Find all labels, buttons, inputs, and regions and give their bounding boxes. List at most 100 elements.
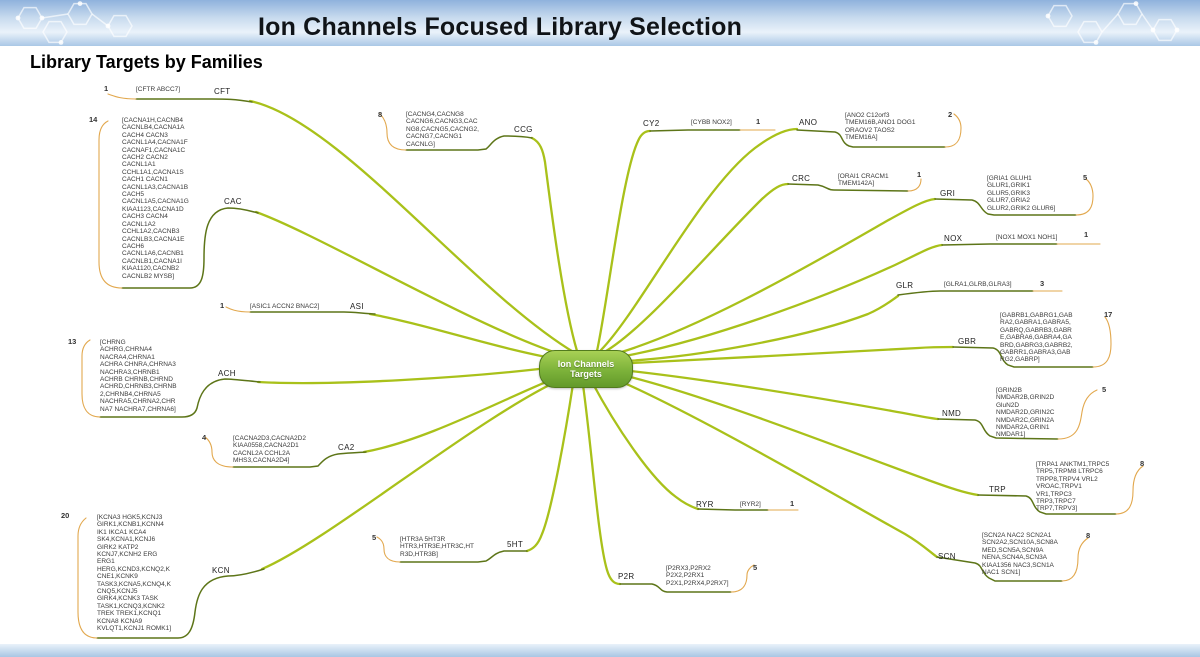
branch-curve-cft bbox=[248, 99, 577, 355]
count-connector-cft bbox=[107, 93, 137, 100]
family-node-gri[interactable]: GRI bbox=[940, 189, 956, 198]
family-node-cft[interactable]: CFT bbox=[214, 87, 231, 96]
branch-genes: [GABRB1,GABRG1,GAB RA2,GABRA1,GABRA5, GA… bbox=[1000, 312, 1073, 364]
family-node-trp[interactable]: TRP bbox=[989, 485, 1006, 494]
family-node-ryr[interactable]: RYR bbox=[696, 500, 714, 509]
section-subtitle: Library Targets by Families bbox=[30, 52, 263, 72]
branch-underline-ca2 bbox=[232, 451, 367, 468]
branch-underline-ryr bbox=[697, 508, 769, 511]
branch-underline-ano bbox=[796, 129, 946, 148]
family-node-ach[interactable]: ACH bbox=[218, 369, 236, 378]
branch-curve-ccg bbox=[530, 136, 579, 353]
branch-curve-asi bbox=[368, 312, 570, 363]
branch-curve-5ht bbox=[525, 382, 575, 553]
count-connector-ccg bbox=[379, 113, 407, 151]
branch-underline-nox bbox=[941, 243, 1058, 246]
family-node-ccg[interactable]: CCG bbox=[514, 125, 533, 134]
family-node-nmd[interactable]: NMD bbox=[942, 409, 962, 418]
branch-genes: [CYBB NOX2] bbox=[691, 119, 732, 126]
branch-curve-ano bbox=[599, 127, 799, 352]
family-node-cy2[interactable]: CY2 bbox=[643, 119, 660, 128]
branch-count: 8 bbox=[1140, 459, 1145, 468]
family-node-asi[interactable]: ASI bbox=[350, 302, 364, 311]
count-connector-ano bbox=[944, 113, 962, 148]
count-connector-ca2 bbox=[204, 436, 234, 468]
count-connector-p2r bbox=[730, 564, 755, 593]
branch-count: 4 bbox=[202, 433, 207, 442]
branch-count: 5 bbox=[1083, 173, 1088, 182]
branch-curve-trp bbox=[608, 370, 980, 497]
branch-underline-gbr bbox=[952, 346, 1094, 368]
branch-genes: [CACNG4,CACNG8 CACNG6,CACNG3,CAC NG8,CAC… bbox=[406, 111, 479, 148]
branch-curve-ach bbox=[256, 364, 566, 385]
header-banner: Ion Channels Focused Library Selection bbox=[0, 0, 1200, 46]
footer-bar bbox=[0, 644, 1200, 657]
family-node-crc[interactable]: CRC bbox=[792, 174, 811, 183]
branch-underline-p2r bbox=[619, 583, 732, 593]
branch-curve-gri bbox=[602, 197, 937, 359]
branch-genes: [HTR3A 5HT3R HTR3,HTR3E,HTR3C,HT R3D,HTR… bbox=[400, 536, 475, 558]
count-connector-5ht bbox=[376, 536, 401, 563]
branch-count: 5 bbox=[753, 563, 758, 572]
branch-count: 1 bbox=[1084, 230, 1089, 239]
branch-genes: [CFTR ABCC7] bbox=[136, 86, 181, 93]
branch-curve-cac bbox=[254, 210, 568, 358]
branch-curve-nmd bbox=[610, 367, 940, 421]
branch-count: 1 bbox=[790, 499, 795, 508]
branch-count: 1 bbox=[220, 301, 225, 310]
branch-genes: [CACNA2D3,CACNA2D2 KIAA0558,CACNA2D1 CAC… bbox=[233, 435, 306, 465]
branch-underline-cy2 bbox=[649, 129, 741, 132]
branch-genes: [ORAI1 CRACM1 TMEM142A] bbox=[838, 173, 889, 188]
family-node-ano[interactable]: ANO bbox=[799, 118, 818, 127]
branch-underline-ccg bbox=[405, 135, 533, 151]
branch-count: 13 bbox=[68, 337, 77, 346]
branch-genes: [CHRNG ACHRG,CHRNA4 NACRA4,CHRNA1 ACHRA … bbox=[100, 339, 177, 413]
branch-genes: [KCNA3 HGK5,KCNJ3 GIRK1,KCNB1,KCNN4 IK1 … bbox=[97, 514, 172, 633]
count-connector-gbr bbox=[1092, 316, 1112, 368]
branch-genes: [SCN2A NAC2 SCN2A1 SCN2A2,SCN10A,SCN8A M… bbox=[982, 532, 1058, 577]
branch-count: 1 bbox=[917, 170, 922, 179]
branch-underline-glr bbox=[897, 290, 1034, 296]
family-node-gbr[interactable]: GBR bbox=[958, 337, 977, 346]
branch-genes: [GRIA1 GLUH1 GLUR1,GRIK1 GLUR5,GRIK3 GLU… bbox=[987, 175, 1056, 212]
branch-genes: [NOX1 MOX1 NOH1] bbox=[996, 234, 1058, 241]
branch-count: 8 bbox=[1086, 531, 1091, 540]
branch-count: 20 bbox=[61, 511, 70, 520]
branch-curve-scn bbox=[604, 373, 939, 559]
branch-curve-ca2 bbox=[362, 371, 570, 454]
count-connector-kcn bbox=[77, 517, 98, 639]
family-node-p2r[interactable]: P2R bbox=[618, 572, 635, 581]
branch-curve-cy2 bbox=[595, 129, 652, 353]
branch-genes: [ASIC1 ACCN2 BNAC2] bbox=[250, 303, 320, 310]
branch-genes: [CACNA1H,CACNB4 CACNLB4,CACNA1A CACH4 CA… bbox=[122, 117, 189, 280]
branch-count: 14 bbox=[89, 115, 98, 124]
branch-curve-ryr bbox=[590, 380, 700, 511]
branch-count: 8 bbox=[378, 110, 383, 119]
count-connector-trp bbox=[1115, 465, 1144, 515]
branch-underline-cft bbox=[135, 98, 253, 103]
molecule-decoration-icon bbox=[15, 1, 1180, 45]
branch-curve-gbr bbox=[611, 345, 955, 366]
family-node-kcn[interactable]: KCN bbox=[212, 566, 230, 575]
branch-count: 3 bbox=[1040, 279, 1045, 288]
family-node-scn[interactable]: SCN bbox=[938, 552, 956, 561]
center-node-ion-channels-targets[interactable]: Ion Channels Targets bbox=[539, 350, 633, 388]
branch-count: 5 bbox=[372, 533, 377, 542]
branch-underline-gri bbox=[934, 198, 1077, 216]
branch-count: 1 bbox=[104, 84, 109, 93]
family-node-5ht[interactable]: 5HT bbox=[507, 540, 524, 549]
branch-curve-crc bbox=[597, 182, 790, 357]
family-node-glr[interactable]: GLR bbox=[896, 281, 914, 290]
branch-genes: [P2RX3,P2RX2 P2X2,P2RX1 P2X1,P2RX4,P2RX7… bbox=[666, 565, 729, 587]
branch-count: 2 bbox=[948, 110, 953, 119]
branch-count: 1 bbox=[756, 117, 761, 126]
branch-genes: [ANO2 C12orf3 TMEM16B,ANO1 DOG1 ORAOV2 T… bbox=[845, 112, 916, 142]
branch-underline-5ht bbox=[399, 550, 528, 563]
count-connector-asi bbox=[225, 306, 251, 313]
family-node-nox[interactable]: NOX bbox=[944, 234, 963, 243]
branch-genes: [RYR2] bbox=[740, 501, 761, 508]
branch-curve-p2r bbox=[581, 383, 622, 586]
family-node-cac[interactable]: CAC bbox=[224, 197, 242, 206]
family-node-ca2[interactable]: CA2 bbox=[338, 443, 355, 452]
